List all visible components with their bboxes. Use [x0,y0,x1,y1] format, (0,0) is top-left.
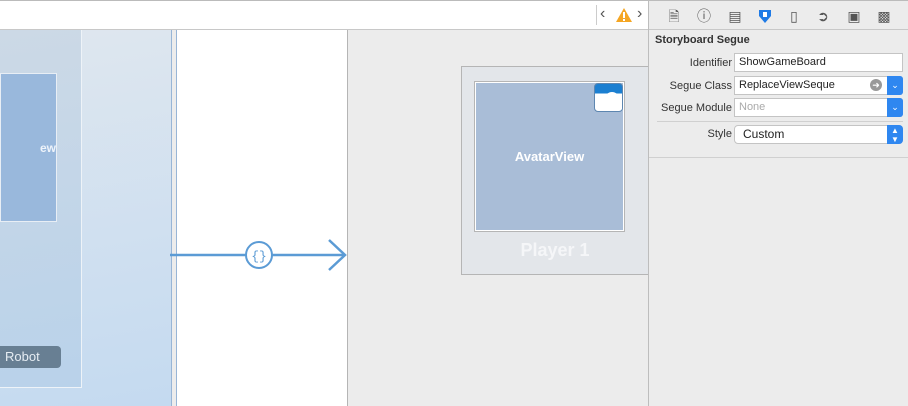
attributes-icon[interactable] [756,7,774,25]
chevron-down-icon[interactable]: ⌄ [887,98,903,117]
quick-help-icon[interactable]: ⓘ [697,8,711,24]
divider [596,5,597,25]
segue-class-value: ReplaceViewSeque [739,79,835,91]
segue-icon[interactable] [245,241,273,269]
segue-arrow[interactable]: {} [170,238,350,274]
divider [657,121,903,122]
view-label: ew [39,140,56,155]
style-popup[interactable]: Custom ▲▼ [734,125,903,144]
chevron-right-icon[interactable]: › [637,5,643,22]
avatar-label: AvatarView [514,149,585,164]
curly-braces-icon: {} [251,249,267,264]
inspector-tabs: 🗎 ⓘ ▤ ▯ ➲ ▣ ▩ [649,0,908,30]
cloud-icon [594,83,623,112]
file-icon[interactable]: 🗎 [668,8,680,24]
go-arrow-icon[interactable]: ➜ [870,79,882,91]
robot-avatar-view[interactable]: ew [0,73,57,222]
section-title: Storyboard Segue [655,34,750,46]
divider [171,30,172,406]
canvas-gap [177,30,348,406]
divider [176,30,177,406]
player-label: Player 1 [520,240,590,260]
size-ruler-icon[interactable]: ▯ [790,8,798,24]
chevron-down-icon[interactable]: ⌄ [887,76,903,95]
style-label: Style [707,128,732,140]
segue-module-combobox[interactable]: None ⌄ [734,98,903,117]
identifier-label: Identifier [689,57,732,69]
warning-icon[interactable] [616,8,632,22]
segue-class-combobox[interactable]: ReplaceViewSeque ➜ ⌄ [734,76,903,95]
chevron-left-icon[interactable]: ‹ [600,5,606,22]
style-value: Custom [743,127,785,141]
segue-class-label: Segue Class [669,80,732,92]
robot-button[interactable]: Robot [0,346,61,368]
connections-icon[interactable]: ➲ [817,8,829,24]
identity-icon[interactable]: ▤ [728,8,742,24]
editor-toolbar: ‹ › [0,0,648,30]
divider [649,157,908,158]
identifier-input[interactable]: ShowGameBoard [734,53,903,72]
segue-module-label: Segue Module [661,102,732,114]
segue-module-placeholder: None [739,101,766,113]
bindings-icon[interactable]: ▣ [847,8,861,24]
effects-icon[interactable]: ▩ [877,8,891,24]
up-down-chevron-icon[interactable]: ▲▼ [887,125,903,144]
inspector-pane: 🗎 ⓘ ▤ ▯ ➲ ▣ ▩ Storyboard Segue Identifie… [648,0,908,406]
